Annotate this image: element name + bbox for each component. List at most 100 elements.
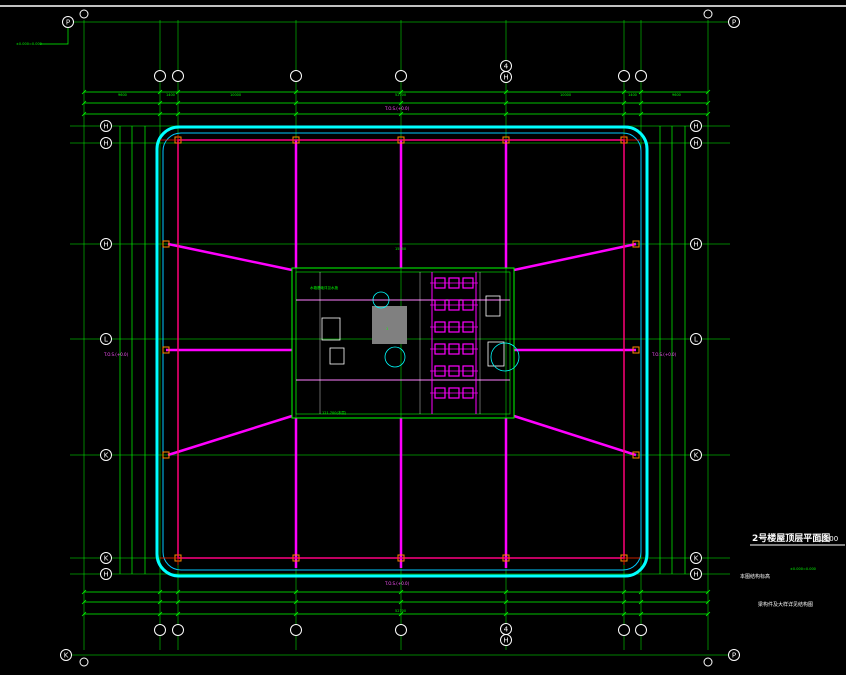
dim-tick-4-5 [398, 611, 404, 617]
dim-tick-8-4 [705, 599, 711, 605]
beam-diag-2 [167, 414, 293, 457]
axis-bubble-top-pair-a-label: 4 [504, 63, 509, 71]
dim-tick-1-3 [157, 589, 163, 595]
axis-bubble-left-3-label: L [104, 336, 108, 344]
dim-tick-3-5 [293, 611, 299, 617]
dim-tick-8-0 [705, 89, 711, 95]
axis-bubble-corner-tl-label: P [66, 19, 70, 27]
axis-bubble-right-2-circle [690, 238, 702, 250]
axis-bubble-top-1 [172, 70, 184, 82]
elevation-label-top: T.O.S.(+0.0) [384, 106, 410, 111]
callout-leader [40, 28, 69, 45]
core-area [291, 267, 520, 419]
axis-bubble-left-0-label: H [103, 123, 108, 131]
dim-tick-0-1 [81, 100, 87, 106]
red-axis-lines [160, 135, 640, 565]
dim-tick-3-3 [293, 589, 299, 595]
column-marker-14 [162, 451, 170, 459]
dim-tick-4-2 [398, 111, 404, 117]
axis-bubble-left-4-label: K [104, 452, 109, 460]
dim-tick-4-1 [398, 100, 404, 106]
axis-bubble-corner-tl-circle [62, 16, 74, 28]
axis-bubble-top-2 [290, 70, 302, 82]
axis-bubble-right-3-label: L [694, 336, 698, 344]
dim-tick-2-2 [175, 111, 181, 117]
dim-overall-bottom: 52700 [395, 609, 406, 613]
dim-tick-7-2 [638, 111, 644, 117]
beam-diag-0 [167, 242, 293, 272]
axis-bubble-bottom-2 [290, 624, 302, 636]
column-marker-15 [632, 451, 640, 459]
shaft-right [485, 295, 501, 317]
dim-tick-0-2 [81, 111, 87, 117]
dim-tick-1-4 [157, 599, 163, 605]
dim-span-2: 10000 [560, 93, 571, 97]
dim-tick-4-4 [398, 599, 404, 605]
axis-bubble-right-0-label: H [693, 123, 698, 131]
core-gray-block [372, 306, 407, 344]
dim-tick-0-0 [81, 89, 87, 95]
dim-span-side-r: 9600 [672, 93, 681, 97]
dim-span-1: 10000 [230, 93, 241, 97]
column-marker-12 [162, 346, 170, 354]
core-circle-right [490, 342, 520, 372]
dim-tick-8-1 [705, 100, 711, 106]
axis-bubble-corner-tr-circle [728, 16, 740, 28]
dim-span-side-l: 9600 [118, 93, 127, 97]
column-marker-11 [632, 240, 640, 248]
dim-tick-2-4 [175, 599, 181, 605]
axis-bubble-left-4-circle [100, 449, 112, 461]
shaft-left-2 [329, 347, 345, 365]
note-beam-details: 梁构件及大样详见结构图 [758, 601, 813, 608]
dim-tick-8-3 [705, 589, 711, 595]
dim-tick-5-2 [503, 111, 509, 117]
axis-bubble-left-5-label: K [104, 555, 109, 563]
core-boundary [291, 267, 515, 419]
column-marker-13 [632, 346, 640, 354]
axis-bubble-right-1-label: H [693, 140, 698, 148]
axis-bubble-bottom-3 [395, 624, 407, 636]
dim-tick-7-4 [638, 599, 644, 605]
axis-bubble-right-0-circle [690, 120, 702, 132]
beam-diag-3 [513, 414, 637, 457]
axis-bubble-left-2-label: H [103, 241, 108, 249]
elevation-label-bottom: T.O.S.(+0.0) [384, 581, 410, 586]
axis-bubble-top-3 [395, 70, 407, 82]
dim-tick-5-4 [503, 599, 509, 605]
axis-bubble-bottom-pair-b-label: H [503, 637, 508, 645]
axis-bubble-right-1-circle [690, 137, 702, 149]
dim-tick-1-0 [157, 89, 163, 95]
axis-bubble-corner-bl-label: K [64, 652, 69, 660]
beam-diag-1 [513, 242, 637, 272]
axis-bubble-top-pair-b-circle [500, 71, 512, 83]
dim-tick-0-5 [81, 611, 87, 617]
axis-bubble-bottom-5 [635, 624, 647, 636]
drawing-scale: 1:100 [818, 535, 838, 543]
drawing-title: 2号楼屋顶层平面图 [752, 532, 830, 544]
axis-bubble-bottom-pair-a-label: 4 [504, 626, 509, 634]
axis-bubble-left-0-circle [100, 120, 112, 132]
dim-tick-4-3 [398, 589, 404, 595]
note-datum: ±0.000=0.000 [790, 567, 816, 571]
note-structure-level: 本图结构标高 [740, 573, 770, 580]
dim-tick-7-0 [638, 89, 644, 95]
axis-bubble-bottom-1 [172, 624, 184, 636]
water-tank-supports [430, 272, 478, 414]
elevation-label-right: T.O.S.(+0.0) [651, 352, 677, 357]
axis-bubble-corner-br-circle [728, 649, 740, 661]
callout-note: ±0.000=0.000 [16, 42, 42, 46]
dim-tick-5-5 [503, 611, 509, 617]
axis-bubble-top-edge-1 [703, 9, 713, 19]
axis-bubble-corner-tr-label: P [732, 19, 736, 27]
dim-tick-7-1 [638, 100, 644, 106]
axis-bubble-left-1-circle [100, 137, 112, 149]
dim-tick-3-4 [293, 599, 299, 605]
dim-tick-2-0 [175, 89, 181, 95]
axis-bubble-bottom-0 [154, 624, 166, 636]
dim-tick-3-2 [293, 111, 299, 117]
axis-bubble-right-5-label: K [694, 555, 699, 563]
axis-bubble-left-1-label: H [103, 140, 108, 148]
dim-tick-5-3 [503, 589, 509, 595]
